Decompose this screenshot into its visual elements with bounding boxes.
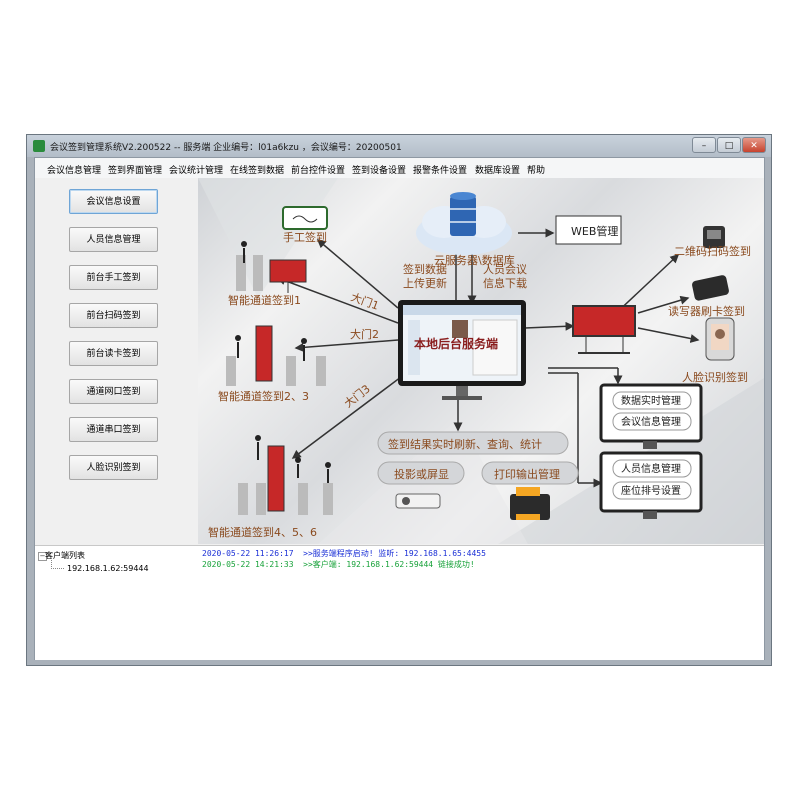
web-label: WEB管理	[571, 224, 618, 238]
display-screen-icon	[572, 305, 636, 354]
log-time: 2020-05-22 14:21:33	[202, 560, 294, 569]
log-message: >>客户端: 192.168.1.62:59444 链接成功!	[293, 560, 475, 569]
minimize-button[interactable]: –	[692, 137, 716, 153]
tree-root[interactable]: 客户端列表	[45, 551, 85, 560]
menu-alarm-settings[interactable]: 报警条件设置	[413, 166, 468, 176]
menu-online-data[interactable]: 在线签到数据	[230, 166, 285, 176]
upload-label-1: 签到数据	[403, 262, 447, 276]
main-window: 会议签到管理系统V2.200522 -- 服务端 企业编号：l01a6kzu ，…	[26, 134, 772, 666]
qr-label: 二维码扫码签到	[674, 244, 751, 258]
app-icon	[33, 140, 45, 152]
nav-gate-serial-button[interactable]: 通道串口签到	[69, 417, 158, 442]
web-box	[555, 215, 622, 245]
menu-front-controls[interactable]: 前台控件设置	[291, 166, 346, 176]
nav-scan-signin-button[interactable]: 前台扫码签到	[69, 303, 158, 328]
connection-arrows	[276, 228, 700, 488]
diagram-canvas: 云服务器\数据库 WEB管理 手工签到 签到数据 上传更新 人员会议 信息下载 …	[198, 178, 764, 544]
face-label: 人脸识别签到	[682, 370, 748, 384]
qr-scanner-icon	[703, 226, 725, 248]
printer-icon	[510, 487, 550, 520]
menu-signin-ui[interactable]: 签到界面管理	[108, 166, 163, 176]
projector-label: 投影或屏显	[394, 467, 449, 481]
log-line: 2020-05-22 14:21:33 >>客户端: 192.168.1.62:…	[202, 559, 475, 570]
cloud-database-icon	[416, 192, 512, 255]
monitor-labels: 数据实时管理 会议信息管理 人员信息管理 座位排号设置	[621, 394, 681, 497]
nav-face-signin-button[interactable]: 人脸识别签到	[69, 455, 158, 480]
gate456-label: 智能通道签到4、5、6	[208, 525, 317, 539]
window-title: 会议签到管理系统V2.200522 -- 服务端 企业编号：l01a6kzu ，…	[50, 143, 402, 153]
projector-icon	[395, 493, 441, 509]
nav-meeting-settings-button[interactable]: 会议信息设置	[69, 189, 158, 214]
title-bar[interactable]: 会议签到管理系统V2.200522 -- 服务端 企业编号：l01a6kzu ，…	[27, 135, 771, 157]
client-tree[interactable]: − 客户端列表 192.168.1.62:59444	[35, 545, 199, 660]
client-area: 会议信息管理 签到界面管理 会议统计管理 在线签到数据 前台控件设置 签到设备设…	[34, 157, 765, 660]
download-label-2: 信息下载	[483, 276, 527, 290]
door3-label: 大门3	[341, 381, 372, 410]
server-label: 本地后台服务端	[414, 336, 498, 351]
gate1-icon	[236, 241, 307, 293]
log-message: >>服务端程序启动! 监听: 192.168.1.65:4455	[293, 549, 486, 558]
face-terminal-icon	[705, 317, 735, 361]
nav-people-button[interactable]: 人员信息管理	[69, 227, 158, 252]
nav-card-signin-button[interactable]: 前台读卡签到	[69, 341, 158, 366]
card-reader-icon	[692, 275, 729, 301]
info-monitor-1	[599, 383, 703, 449]
door2-label: 大门2	[350, 327, 379, 341]
log-line: 2020-05-22 11:26:17 >>服务端程序启动! 监听: 192.1…	[202, 548, 486, 559]
info-monitor-2	[599, 451, 703, 519]
nav-gate-network-button[interactable]: 通道网口签到	[69, 379, 158, 404]
menu-meeting-stats[interactable]: 会议统计管理	[169, 166, 224, 176]
log-time: 2020-05-22 11:26:17	[202, 549, 294, 558]
menu-device-settings[interactable]: 签到设备设置	[352, 166, 407, 176]
print-pill	[481, 461, 579, 485]
card-label: 读写器刷卡签到	[668, 304, 745, 318]
diagram-labels: 云服务器\数据库 WEB管理 手工签到 签到数据 上传更新 人员会议 信息下载 …	[208, 224, 751, 539]
box2-item-2: 座位排号设置	[621, 484, 681, 497]
maximize-button[interactable]: □	[717, 137, 741, 153]
manual-label: 手工签到	[283, 230, 327, 244]
door1-label: 大门1	[349, 290, 381, 313]
nav-manual-signin-button[interactable]: 前台手工签到	[69, 265, 158, 290]
refresh-pill	[377, 431, 569, 455]
system-diagram: 云服务器\数据库 WEB管理 手工签到 签到数据 上传更新 人员会议 信息下载 …	[198, 178, 764, 544]
tree-connector	[51, 558, 64, 569]
projector-pill	[377, 461, 465, 485]
menu-help[interactable]: 帮助	[527, 166, 546, 176]
gate456-icon	[238, 435, 333, 515]
tree-client-item[interactable]: 192.168.1.62:59444	[67, 564, 149, 573]
server-monitor-icon	[398, 300, 526, 400]
menu-database-settings[interactable]: 数据库设置	[475, 166, 521, 176]
box2-item-1: 人员信息管理	[621, 462, 681, 475]
box1-item-2: 会议信息管理	[621, 415, 681, 428]
menu-meeting-info[interactable]: 会议信息管理	[47, 166, 102, 176]
manual-signin-icon	[282, 206, 328, 230]
gate1-label: 智能通道签到1	[228, 293, 301, 307]
gate23-label: 智能通道签到2、3	[218, 389, 309, 403]
box1-item-1: 数据实时管理	[621, 394, 681, 407]
print-label: 打印输出管理	[494, 467, 560, 481]
log-panel: 2020-05-22 11:26:17 >>服务端程序启动! 监听: 192.1…	[198, 545, 764, 660]
upload-label-2: 上传更新	[403, 276, 447, 290]
gate23-icon	[226, 325, 326, 386]
download-label-1: 人员会议	[483, 263, 527, 276]
close-button[interactable]: ✕	[742, 137, 766, 153]
nav-panel: 会议信息设置 人员信息管理 前台手工签到 前台扫码签到 前台读卡签到 通道网口签…	[35, 178, 199, 544]
refresh-label: 签到结果实时刷新、查询、统计	[388, 437, 542, 451]
tree-collapse-icon[interactable]: −	[38, 552, 47, 561]
cloud-label: 云服务器\数据库	[434, 253, 515, 267]
menu-bar: 会议信息管理 签到界面管理 会议统计管理 在线签到数据 前台控件设置 签到设备设…	[35, 158, 764, 179]
